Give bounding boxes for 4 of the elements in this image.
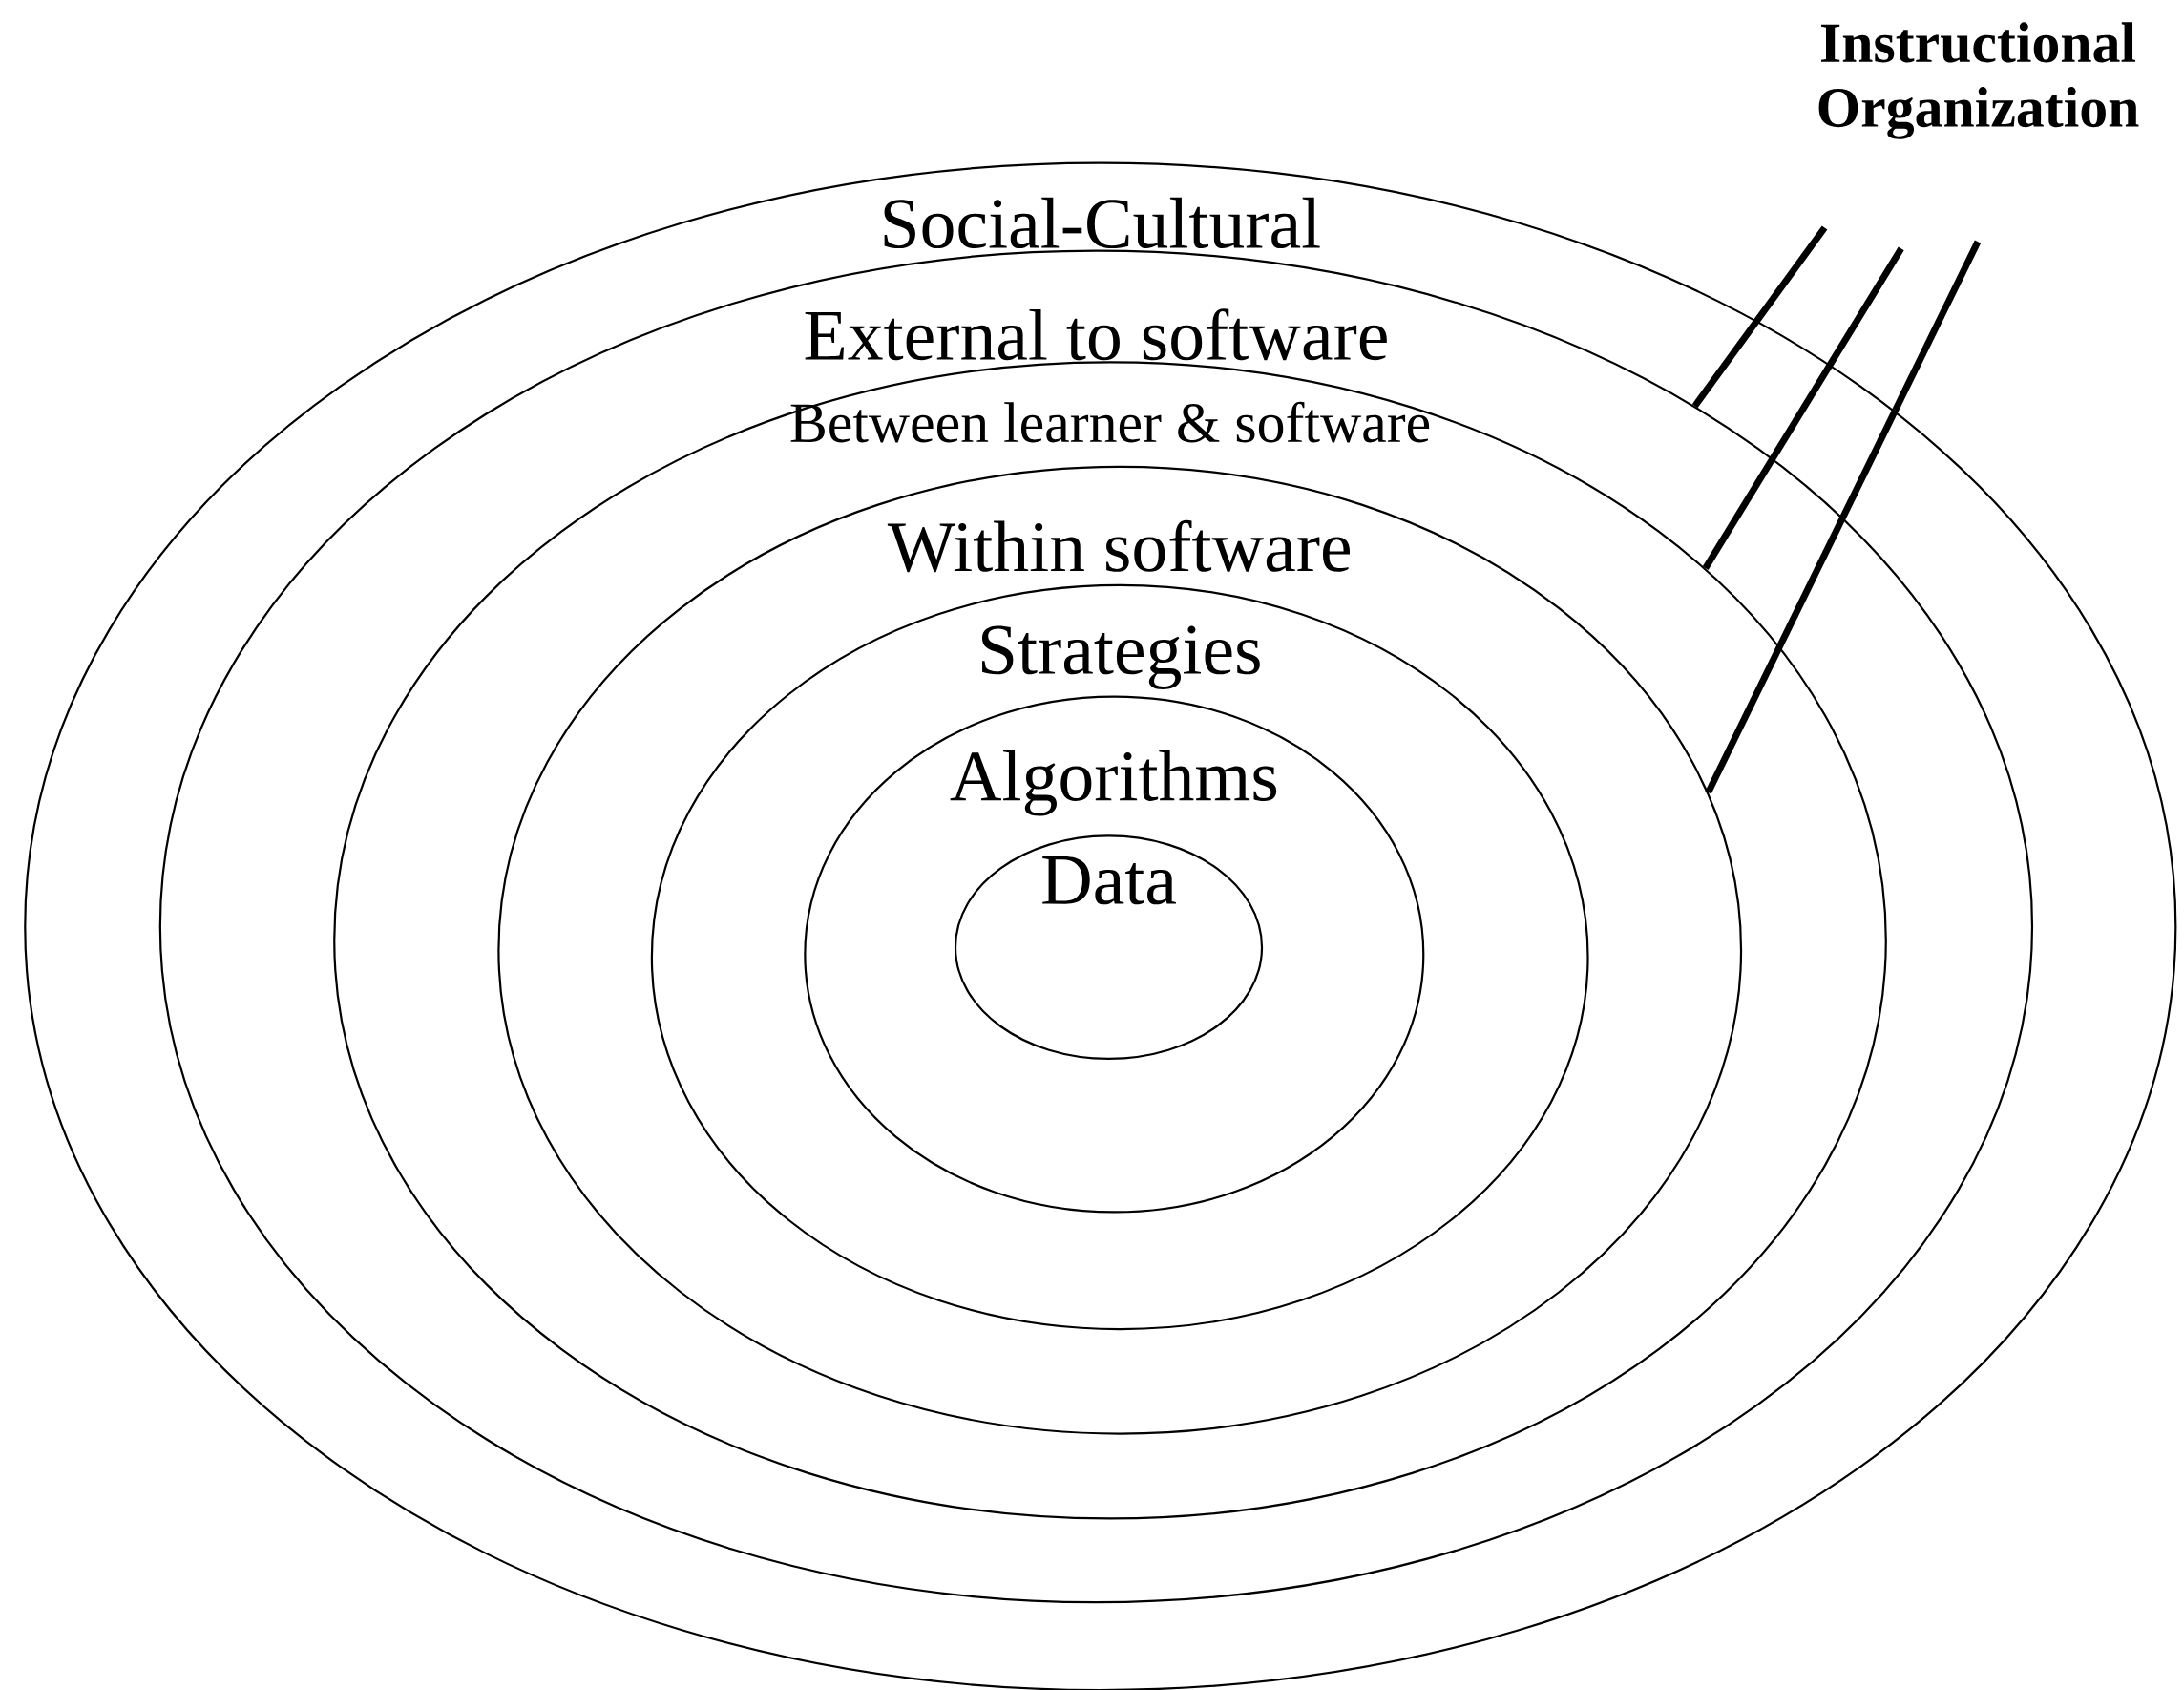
leader-line	[1702, 246, 1904, 570]
heading-label: Instructional Organization	[1818, 22, 2139, 139]
leader-line	[1691, 225, 1828, 409]
leader-line	[1705, 240, 1982, 794]
